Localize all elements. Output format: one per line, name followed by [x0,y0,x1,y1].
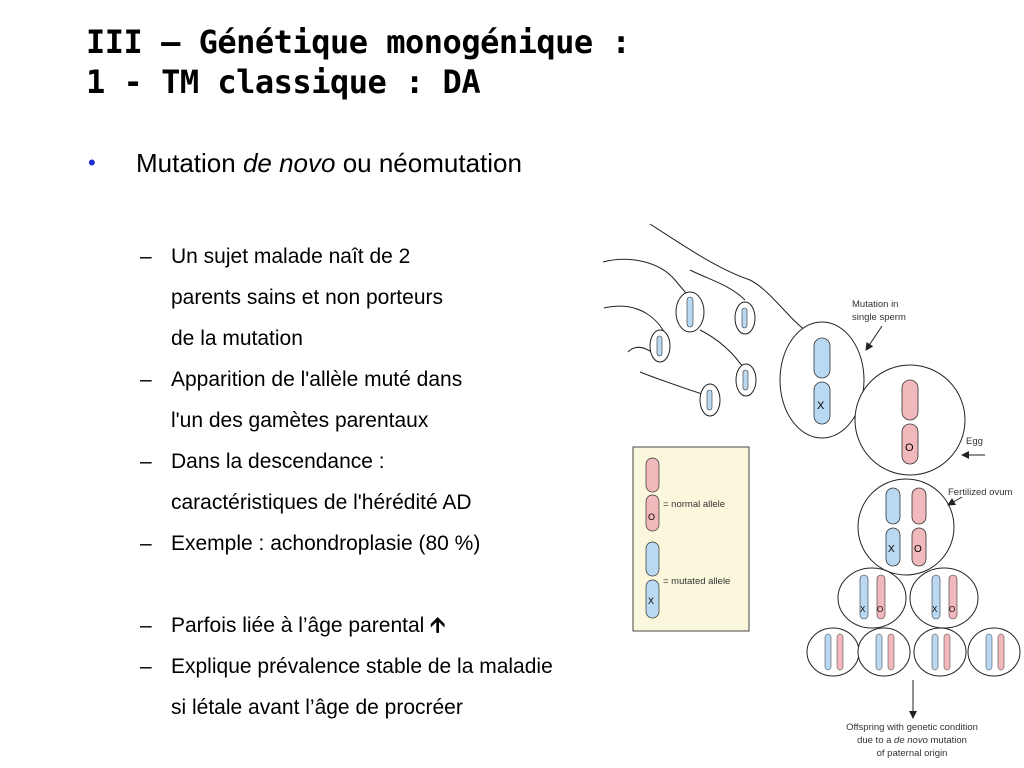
figure-arrows [865,325,985,719]
svg-text:X: X [817,400,825,412]
figure-caption: Offspring with genetic condition due to … [846,722,978,759]
sperm-heads [649,291,757,417]
svg-text:O: O [648,512,655,522]
slide-title: III – Génétique monogénique : 1 - TM cla… [86,22,631,102]
svg-text:X: X [648,596,654,606]
egg: O [854,364,966,476]
main-bullet-text: Mutation de novo ou néomutation [136,148,522,178]
label-fertilized: Fertilized ovum [948,487,1012,498]
svg-text:of paternal origin: of paternal origin [877,748,948,759]
svg-text:O: O [914,544,922,555]
legend-mutated-label: = mutated allele [663,576,730,587]
svg-text:O: O [877,605,883,614]
svg-text:due to a de novo mutation: due to a de novo mutation [857,735,967,746]
label-mutation-line2: single sperm [852,312,906,323]
svg-text:O: O [905,442,914,454]
svg-text:Offspring with genetic conditi: Offspring with genetic condition [846,722,978,733]
svg-text:O: O [949,605,955,614]
two-cell-stage: X O X O [837,567,979,629]
svg-text:X: X [860,605,866,614]
arrow-up-icon: 🡩 [430,614,446,637]
legend-normal-label: = normal allele [663,499,725,510]
label-mutation-line1: Mutation in [852,299,898,310]
mutated-sperm: X [779,321,865,439]
title-line-2: 1 - TM classique : DA [86,63,481,101]
label-egg: Egg [966,436,983,447]
fertilized-ovum: X O [857,478,955,576]
bullet-icon: • [88,150,96,175]
svg-text:X: X [888,544,895,555]
svg-text:X: X [932,605,938,614]
legend-box: O = normal allele X = mutated allele [632,446,750,632]
four-cell-stage [806,627,1021,677]
title-line-1: III – Génétique monogénique : [86,23,631,61]
